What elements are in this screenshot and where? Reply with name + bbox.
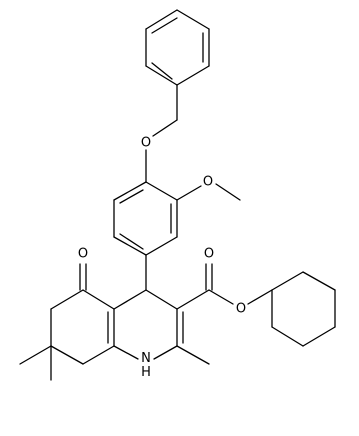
cyclohexyl-ring xyxy=(271,271,336,347)
methoxy-group xyxy=(176,183,241,201)
cyclohexenone-ring xyxy=(50,289,115,365)
ester-carbonyl-oxygen-label: O xyxy=(204,247,214,262)
methoxy-oxygen-label: O xyxy=(203,175,213,190)
dihydropyridine-ring xyxy=(107,289,184,360)
ketone-group xyxy=(79,263,87,291)
c2-methyl-bond xyxy=(176,345,210,365)
nh-h-label: H xyxy=(141,365,151,380)
benzyl-ether-linker xyxy=(145,84,178,183)
benzyl-phenyl-ring xyxy=(145,9,210,86)
ester-oxygen-label: O xyxy=(236,302,246,317)
benzyl-ether-oxygen-label: O xyxy=(141,136,151,151)
nh-n-label: N xyxy=(141,351,151,366)
nh-label-group: N H xyxy=(136,352,156,380)
gem-dimethyl-group xyxy=(19,345,52,381)
ketone-oxygen-label: O xyxy=(78,247,88,262)
methoxyphenyl-ring xyxy=(113,181,178,256)
cyclohexyl-ester-group xyxy=(176,263,273,310)
